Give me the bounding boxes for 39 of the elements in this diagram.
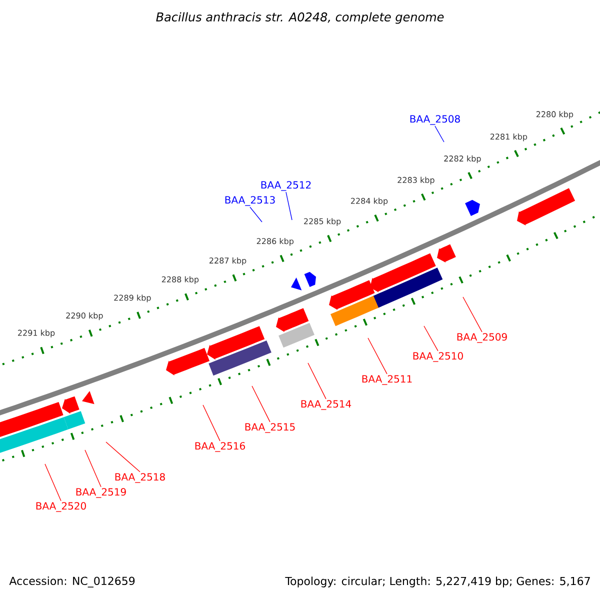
tick-label: 2282 kbp	[444, 155, 481, 164]
title: Bacillus anthracis str. A0248, complete genome	[156, 12, 444, 24]
leader-line	[202, 404, 220, 442]
leader-line	[308, 362, 326, 400]
gene-label: BAA_2516	[195, 442, 245, 452]
tick-label: 2291 kbp	[18, 330, 55, 338]
tick-label: 2283 kbp	[398, 176, 434, 185]
gene-label: BAA_2509	[457, 333, 507, 343]
leader-line	[250, 206, 262, 222]
leader-line	[252, 386, 270, 422]
tick-label: 2288 kbp	[162, 276, 199, 284]
tick-label: 2287 kbp	[210, 257, 246, 266]
gene-label: BAA_2518	[115, 473, 165, 483]
gene-label: BAA_2512	[261, 181, 311, 191]
leader-line	[434, 126, 444, 142]
gene-label: BAA_2511	[362, 375, 412, 385]
accession-text: Accession: NC_012659	[9, 576, 135, 588]
tick-label: 2290 kbp	[66, 312, 103, 320]
leader-line	[44, 464, 62, 502]
gene-label: BAA_2519	[76, 488, 126, 498]
leader-line	[462, 296, 482, 332]
tick-label: 2286 kbp	[256, 238, 294, 246]
tick-label: 2280 kbp	[536, 111, 574, 119]
tick-label: 2285 kbp	[304, 218, 341, 226]
tick-label: 2284 kbp	[350, 198, 388, 206]
leader-line	[424, 326, 438, 352]
gene-label: BAA_2508	[410, 115, 460, 125]
gene-label: BAA_2514	[301, 400, 352, 410]
gene-label: BAA_2510	[413, 352, 463, 362]
leader-line	[106, 442, 140, 472]
tick-label: 2289 kbp	[114, 294, 151, 302]
leader-line	[84, 450, 102, 488]
genome-summary: Topology: circular; Length: 5,227,419 bp; Genes: 5,167	[285, 576, 590, 588]
leader-line	[286, 192, 292, 220]
tick-label: 2281 kbp	[490, 133, 528, 142]
gene-label: BAA_2520	[36, 502, 86, 512]
gene-label: BAA_2515	[245, 423, 295, 433]
leader-line	[368, 338, 388, 374]
gene-label: BAA_2513	[225, 196, 275, 206]
